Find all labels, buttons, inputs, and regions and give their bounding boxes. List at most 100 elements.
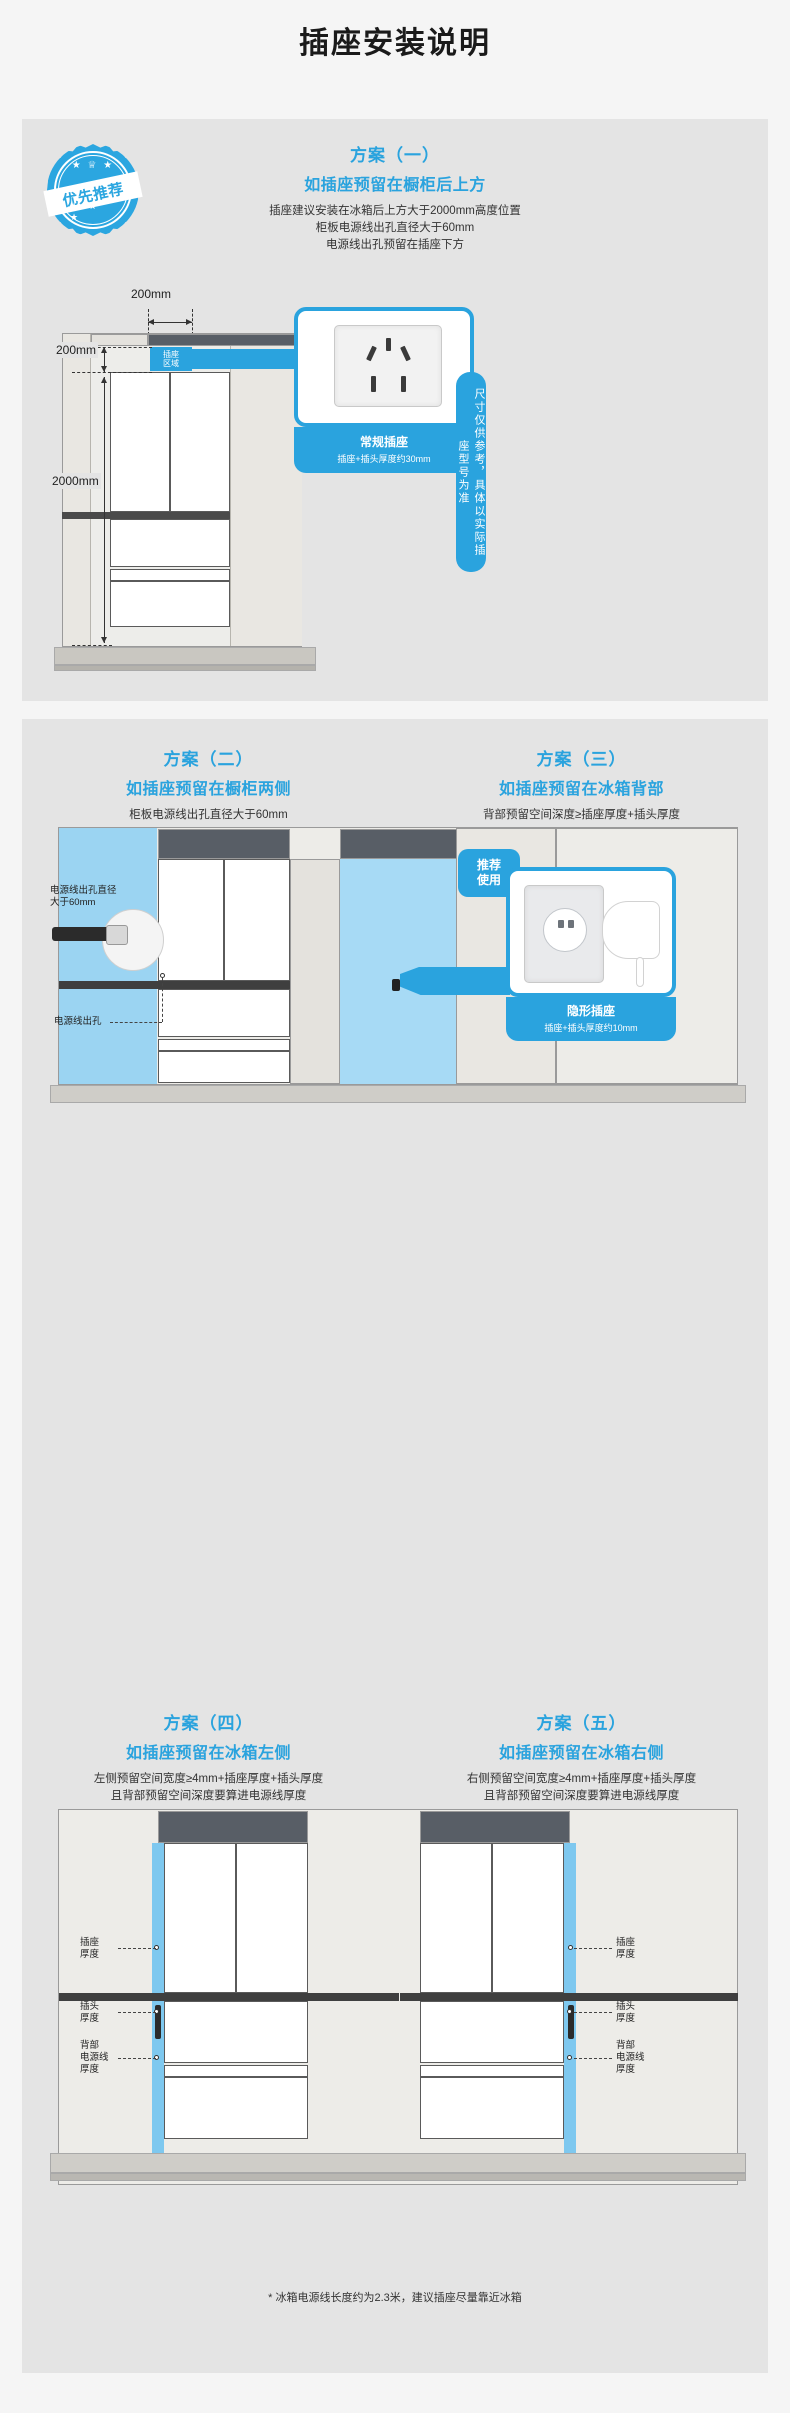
socket-zone-label-1: 插座 <box>163 349 179 359</box>
plan1-desc-line3: 电源线出孔预留在插座下方 <box>326 239 464 251</box>
dim-guide-h2 <box>72 372 152 373</box>
plan1-socket-callout <box>294 307 474 427</box>
plan5-subtitle: 如插座预留在冰箱右侧 <box>498 1745 664 1762</box>
plan2-3-headings: 方案（二） 如插座预留在橱柜两侧 柜板电源线出孔直径大于60mm 方案（三） 如… <box>22 719 768 824</box>
plan1-callout-caption: 常规插座 插座+插头厚度约30mm <box>294 427 474 473</box>
plan4-number: 方案（四） <box>163 1714 254 1733</box>
plan2-hole-label: 电源线出孔直径 大于60mm <box>50 885 117 909</box>
plan4-plug-label: 插头 厚度 <box>80 2001 100 2024</box>
socket-zone-label-2: 区域 <box>163 359 179 368</box>
invisible-socket-dial <box>543 908 587 952</box>
plan3-heading: 方案（三） 如插座预留在冰箱背部 背部预留空间深度≥插座厚度+插头厚度 <box>395 745 768 824</box>
plan2-3-diagram: 电源线出孔直径 大于60mm 电源线出孔 推荐 使用 隐形插座 插座+插头 <box>40 827 750 1117</box>
plan2-desc: 柜板电源线出孔直径大于60mm <box>129 809 288 821</box>
plan2-outlet-dot <box>160 973 165 978</box>
plan4-back-dot <box>154 2055 159 2060</box>
plan1-callout-title: 常规插座 <box>359 435 408 449</box>
plan2-number: 方案（二） <box>163 750 254 769</box>
dim-arrow-top <box>148 319 192 325</box>
fridge-drawer-2 <box>110 581 230 627</box>
plan5-socket-label: 插座 厚度 <box>616 1937 636 1960</box>
plan1-number: 方案（一） <box>350 146 440 165</box>
plan2-hole-opening <box>106 925 128 945</box>
plan1-diagram: 200mm 插座 区域 <box>44 287 486 677</box>
fridge-drawer-divider <box>110 569 230 581</box>
plan3-recommend-line2: 使用 <box>476 873 501 887</box>
plan5-drawer-2 <box>420 2077 564 2139</box>
socket-hole-two-pin-left <box>371 376 376 392</box>
floor-shadow <box>54 665 316 671</box>
stars-icon: ★ ★ ★ <box>70 201 101 222</box>
plan5-band <box>400 1993 738 2001</box>
plan4-band <box>59 1993 399 2001</box>
dim-guide-v2 <box>192 309 193 335</box>
plan5-back-label: 背部 电源线 厚度 <box>616 2040 645 2075</box>
plan1-heading: 方案（一） 如插座预留在橱柜后上方 插座建议安装在冰箱后上方大于2000mm高度… <box>22 119 768 254</box>
plan4-back-label: 背部 电源线 厚度 <box>80 2040 109 2075</box>
plan1-dim-left-top-label: 200mm <box>54 342 99 358</box>
plan5-plug-dot <box>567 2009 572 2014</box>
plan1-desc-line1: 插座建议安装在冰箱后上方大于2000mm高度位置 <box>269 205 521 217</box>
plan4-5-diagram: 插座 厚度 插头 厚度 背部 电源线 厚度 插座 厚度 插头 厚度 背部 电源线… <box>40 1809 750 2229</box>
plan4-desc-line1: 左侧预留空间宽度≥4mm+插座厚度+插头厚度 <box>93 1773 324 1785</box>
invisible-socket-hole-right <box>568 920 574 928</box>
socket-zone-marker: 插座 区域 <box>150 347 192 371</box>
plan5-back-dot <box>567 2055 572 2060</box>
plan5-drawer-1 <box>420 2001 564 2063</box>
plan4-plug-dot <box>154 2009 159 2014</box>
socket-hole-ground <box>386 338 391 351</box>
plan3-callout-caption: 隐形插座 插座+插头厚度约10mm <box>506 997 676 1041</box>
plan3-desc: 背部预留空间深度≥插座厚度+插头厚度 <box>482 809 681 821</box>
regular-socket-face <box>334 325 442 407</box>
plan1-panel: ★ ♕ ★ 优先推荐 ★ ★ ★ 方案（一） 如插座预留在橱柜后上方 插座建议安… <box>22 119 768 701</box>
plan45-floor <box>50 2153 746 2173</box>
plan2-heading: 方案（二） 如插座预留在橱柜两侧 柜板电源线出孔直径大于60mm <box>22 745 395 824</box>
plan1-dim-top-label: 200mm <box>131 287 172 301</box>
plan2-drawer-divider <box>158 1039 290 1051</box>
plan5-desc: 右侧预留空间宽度≥4mm+插座厚度+插头厚度 且背部预留空间深度要算进电源线厚度 <box>395 1771 768 1805</box>
socket-hole-two-pin-right <box>401 376 406 392</box>
plan2-subtitle: 如插座预留在橱柜两侧 <box>125 781 291 798</box>
priority-recommend-badge: ★ ♕ ★ 优先推荐 ★ ★ ★ <box>43 144 143 236</box>
plan2-outlet-leader-v <box>162 978 163 1022</box>
plan3-callout-title: 隐形插座 <box>566 1004 615 1018</box>
plan5-door-left <box>420 1843 492 1993</box>
plan3-subtitle: 如插座预留在冰箱背部 <box>498 781 664 798</box>
plan45-top-dark-right <box>420 1811 570 1843</box>
fridge-drawer-1 <box>110 519 230 567</box>
plan5-plug-leader <box>574 2012 612 2013</box>
plan2-fridge-door-left <box>158 859 224 981</box>
plan4-socket-leader <box>118 1948 156 1949</box>
plan4-socket-label: 插座 厚度 <box>80 1937 100 1960</box>
plan3-socket-callout <box>506 867 676 997</box>
plan1-subtitle: 如插座预留在橱柜后上方 <box>304 177 486 194</box>
plan4-socket-dot <box>154 1945 159 1950</box>
plan4-plug-marker <box>155 2005 161 2039</box>
plan23-floor <box>50 1085 746 1103</box>
plan4-desc: 左侧预留空间宽度≥4mm+插座厚度+插头厚度 且背部预留空间深度要算进电源线厚度 <box>22 1771 395 1805</box>
plan5-plug-marker <box>568 2005 574 2039</box>
plan4-door-left <box>164 1843 236 1993</box>
cabinet-right-panel <box>230 346 302 646</box>
plan45-top-dark-left <box>158 1811 308 1843</box>
dim-guide-h3 <box>72 645 112 646</box>
cabinet-left-panel <box>63 334 91 646</box>
plan45-floor-shadow <box>50 2173 746 2181</box>
invisible-socket-hole-left <box>558 920 564 928</box>
plan4-drawer-2 <box>164 2077 308 2139</box>
cabinet-top-left-strip <box>91 334 148 346</box>
plan4-subtitle: 如插座预留在冰箱左侧 <box>125 1745 291 1762</box>
invisible-socket-body <box>524 885 604 983</box>
floor-base <box>54 647 316 665</box>
invisible-socket-cord <box>636 957 644 987</box>
invisible-socket-plug <box>602 901 660 959</box>
plan4-heading: 方案（四） 如插座预留在冰箱左侧 左侧预留空间宽度≥4mm+插座厚度+插头厚度 … <box>22 1709 395 1805</box>
plan2-fridge-door-right <box>224 859 290 981</box>
plan3-magnifier-cone <box>400 967 510 995</box>
fridge-mid-band <box>62 512 302 519</box>
dim-arrow-200 <box>101 347 107 372</box>
plan2-hole-label-line1: 电源线出孔直径 <box>50 885 117 896</box>
plan3-recommend-line1: 推荐 <box>476 858 501 872</box>
plan3-number: 方案（三） <box>536 750 627 769</box>
socket-hole-right <box>400 345 411 362</box>
